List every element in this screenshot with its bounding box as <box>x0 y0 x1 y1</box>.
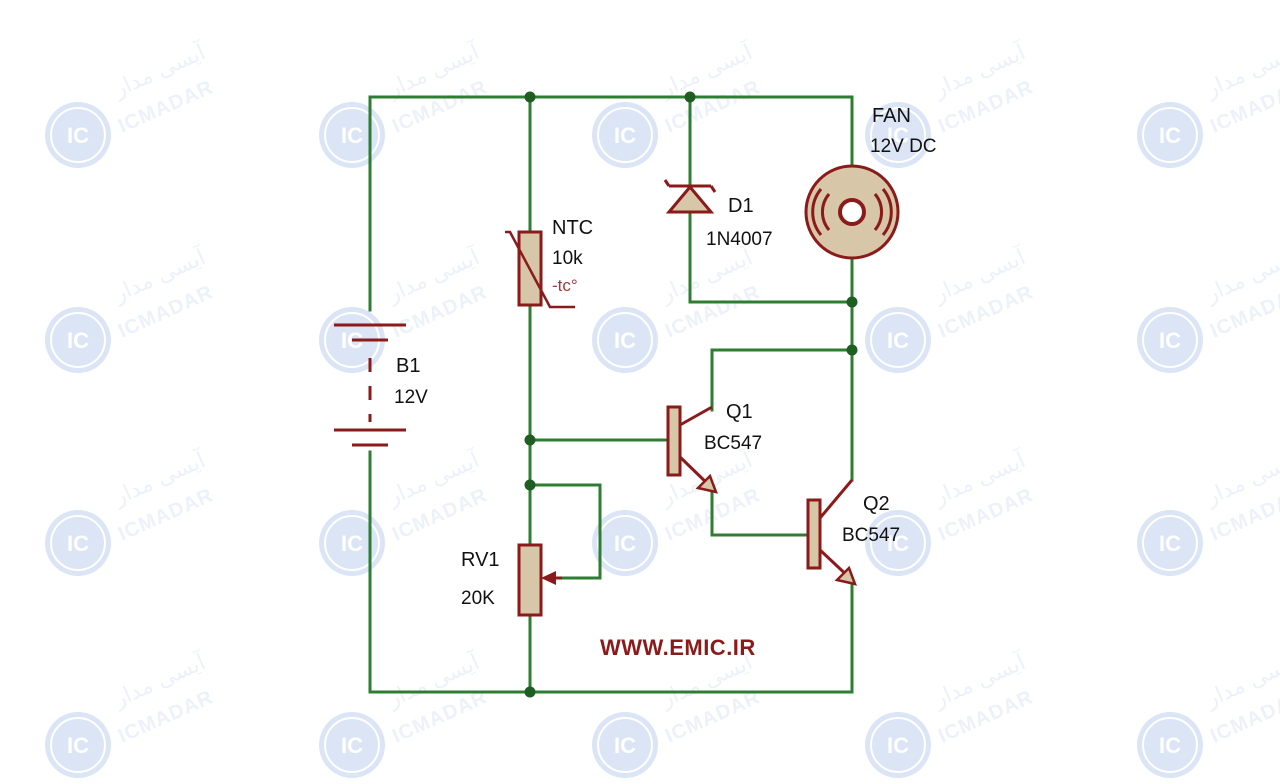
watermark-logo-text: IC <box>614 328 636 353</box>
q2-name-label: Q2 <box>863 493 890 515</box>
node-top-ntc <box>524 91 536 103</box>
watermark-logo-text: IC <box>341 733 363 758</box>
watermark-logo-icon <box>45 307 111 373</box>
watermark-logo-icon <box>45 102 111 168</box>
watermark-logo-icon <box>865 712 931 778</box>
watermark-logo-text: IC <box>341 531 363 556</box>
watermark-logo-icon <box>592 307 658 373</box>
ntc-coefficient-label: -tc° <box>552 276 578 295</box>
rv1-name-label: RV1 <box>461 549 500 571</box>
ntc-name-label: NTC <box>552 217 593 239</box>
watermark-logo-icon <box>1137 102 1203 168</box>
battery-b1-symbol <box>334 323 406 447</box>
watermark-logo-text: IC <box>614 531 636 556</box>
fan-motor-symbol <box>804 164 900 260</box>
b1-value-label: 12V <box>394 387 428 408</box>
watermark-logo-icon <box>319 712 385 778</box>
node-bottom-rv1 <box>524 686 536 698</box>
diode-d1-symbol <box>663 179 717 214</box>
ntc-thermistor-symbol <box>505 230 575 309</box>
q1-name-label: Q1 <box>726 401 753 423</box>
watermark-logo-text: IC <box>1159 531 1181 556</box>
node-q1-collector <box>846 344 858 356</box>
watermark-logo-text: IC <box>614 123 636 148</box>
watermark-logo-icon <box>865 510 931 576</box>
watermark-logo-icon <box>1137 712 1203 778</box>
watermark-logo-icon <box>865 307 931 373</box>
watermark-logo-text: IC <box>1159 328 1181 353</box>
node-q1-base <box>524 434 536 446</box>
d1-part-label: 1N4007 <box>706 229 773 250</box>
rv1-value-label: 20K <box>461 588 495 609</box>
ntc-value-label: 10k <box>552 248 583 269</box>
q1-part-label: BC547 <box>704 433 762 454</box>
watermark-logo-icon <box>592 510 658 576</box>
watermark-logo-icon <box>45 712 111 778</box>
watermark-logo-icon <box>1137 510 1203 576</box>
q2-part-label: BC547 <box>842 525 900 546</box>
b1-name-label: B1 <box>396 355 420 377</box>
watermark-logo-text: IC <box>614 733 636 758</box>
watermark-logo-icon <box>45 510 111 576</box>
wire-q1-emitter <box>710 483 810 537</box>
transistor-q2-symbol <box>806 479 857 586</box>
watermark-logo-text: IC <box>887 328 909 353</box>
transistor-q1-symbol <box>666 405 718 494</box>
wires <box>368 95 854 694</box>
fan-rating-label: 12V DC <box>870 136 937 157</box>
node-top-diode <box>684 91 696 103</box>
watermark-logo-text: IC <box>341 123 363 148</box>
watermark-logo-text: IC <box>67 531 89 556</box>
watermark-logo-text: IC <box>67 123 89 148</box>
node-rv1-wiper <box>524 479 536 491</box>
watermark-logo-text: IC <box>67 733 89 758</box>
wire-rv1-wiper <box>528 483 602 580</box>
watermark-logo-text: IC <box>887 531 909 556</box>
watermark-logo-text: IC <box>67 328 89 353</box>
watermark-logo-icon <box>865 102 931 168</box>
wire-diode-bottom <box>688 210 854 304</box>
d1-name-label: D1 <box>728 195 754 217</box>
watermark-logo-text: IC <box>1159 123 1181 148</box>
watermark-logo-text: IC <box>887 123 909 148</box>
watermark-logo-icon <box>1137 307 1203 373</box>
node-fan-diode <box>846 296 858 308</box>
rv1-potentiometer-symbol <box>517 543 562 617</box>
watermark-logo-text: IC <box>887 733 909 758</box>
watermark-logo-icon <box>592 712 658 778</box>
watermark-logo-icon <box>592 102 658 168</box>
website-label: WWW.EMIC.IR <box>600 635 756 660</box>
fan-name-label: FAN <box>872 105 911 127</box>
junction-nodes <box>524 91 858 698</box>
watermark-logo-text: IC <box>1159 733 1181 758</box>
wire-q1-collector <box>710 348 854 412</box>
